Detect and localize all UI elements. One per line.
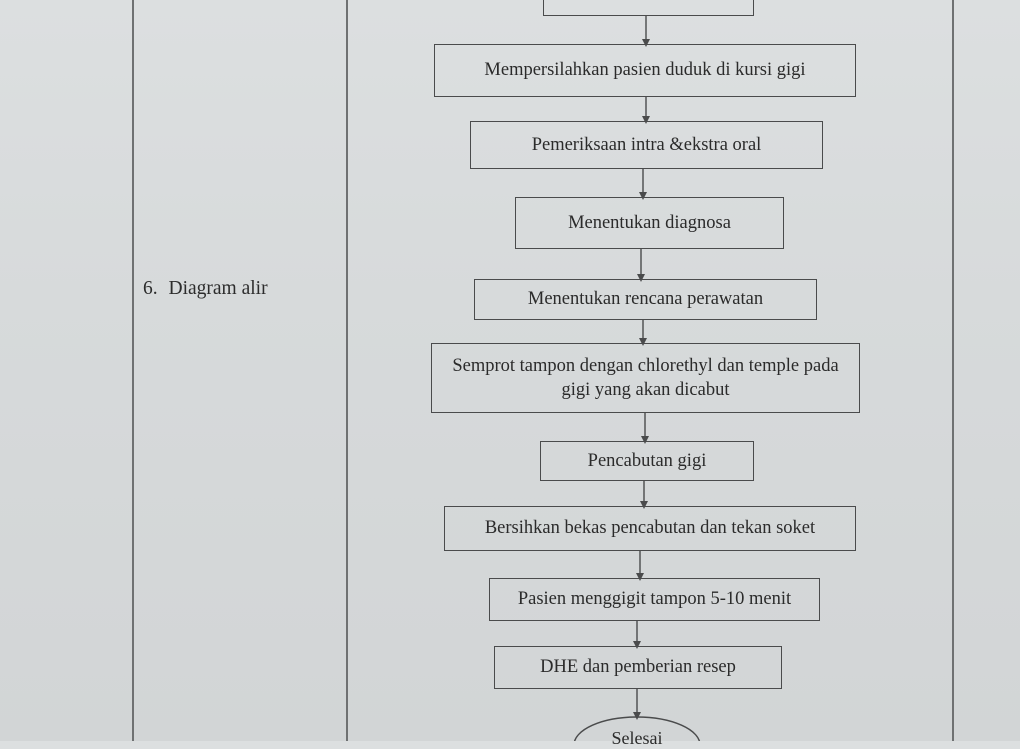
flow-step-5: Semprot tampon dengan chlorethyl dan tem… xyxy=(431,343,860,413)
section-number: 6. xyxy=(143,278,158,299)
flow-step-8: Pasien menggigit tampon 5-10 menit xyxy=(489,578,820,621)
flow-step-4: Menentukan rencana perawatan xyxy=(474,279,817,320)
flow-step-9: DHE dan pemberian resep xyxy=(494,646,782,689)
flow-step-1: Mempersilahkan pasien duduk di kursi gig… xyxy=(434,44,856,97)
flow-box-previous xyxy=(543,0,754,16)
flow-step-6: Pencabutan gigi xyxy=(540,441,754,481)
table-border-middle xyxy=(346,0,348,741)
section-title: Diagram alir xyxy=(168,278,268,299)
table-border-right xyxy=(952,0,954,741)
section-label: 6. Diagram alir xyxy=(143,278,268,300)
flow-step-2: Pemeriksaan intra &ekstra oral xyxy=(470,121,823,169)
flow-step-7: Bersihkan bekas pencabutan dan tekan sok… xyxy=(444,506,856,551)
flow-step-3: Menentukan diagnosa xyxy=(515,197,784,249)
end-label: Selesai xyxy=(611,728,663,748)
table-border-left xyxy=(132,0,134,741)
